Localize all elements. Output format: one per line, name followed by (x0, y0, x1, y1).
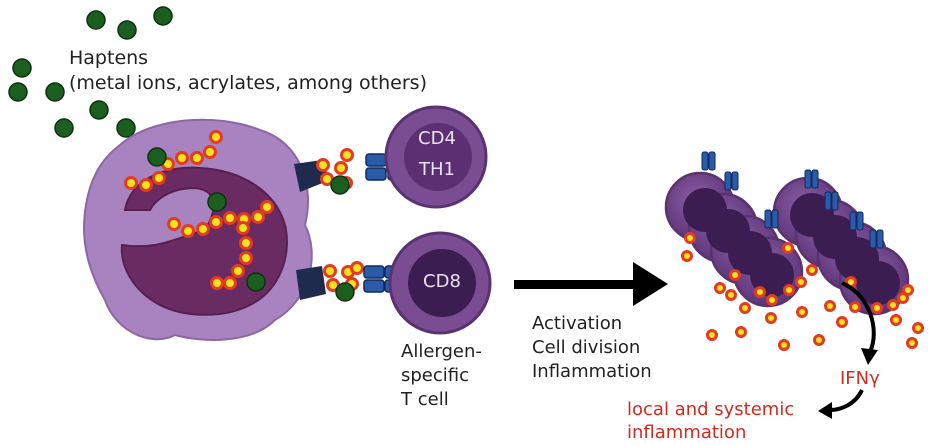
free-haptens (8, 6, 173, 138)
hapten-dot (45, 82, 65, 102)
outcome-arrow (818, 389, 864, 419)
step-cell-division: Cell division (532, 337, 641, 358)
ifn-arrow (841, 281, 878, 365)
th1-label: TH1 (419, 159, 455, 180)
cd4-label: CD4 (418, 128, 456, 149)
hapten-dot (12, 58, 32, 78)
hapten-dot (86, 10, 106, 30)
haptens-subtitle: (metal ions, acrylates, among others) (69, 72, 427, 94)
process-arrow (514, 262, 668, 306)
cd8-label: CD8 (423, 271, 461, 292)
hapten-dot (54, 118, 74, 138)
step-activation: Activation (532, 313, 623, 334)
allergen-line-1: Allergen- (401, 341, 482, 362)
hapten-dot (8, 82, 28, 102)
haptens-title: Haptens (69, 47, 149, 69)
synapse-peptides (316, 148, 364, 292)
activated-cell-cluster (664, 151, 910, 316)
hapten-dot (116, 118, 136, 138)
cytokine-dots (681, 232, 924, 351)
hapten-dot (117, 20, 137, 40)
step-inflammation: Inflammation (532, 361, 652, 382)
cd4-th1-cell (384, 105, 488, 209)
synapse-hapten (330, 175, 350, 195)
hapten-dot (153, 6, 173, 26)
peptide-chains (124, 130, 274, 290)
ifn-gamma-label: IFNγ (840, 368, 880, 389)
bound-haptens (147, 147, 266, 292)
hapten-dot (89, 100, 109, 120)
outcome-line-2: inflammation (627, 422, 747, 443)
allergen-line-3: T cell (401, 389, 449, 410)
allergen-line-2: specific (401, 365, 470, 386)
cd8-cell (388, 231, 492, 335)
outcome-line-1: local and systemic (627, 399, 795, 420)
synapse-hapten (335, 282, 355, 302)
